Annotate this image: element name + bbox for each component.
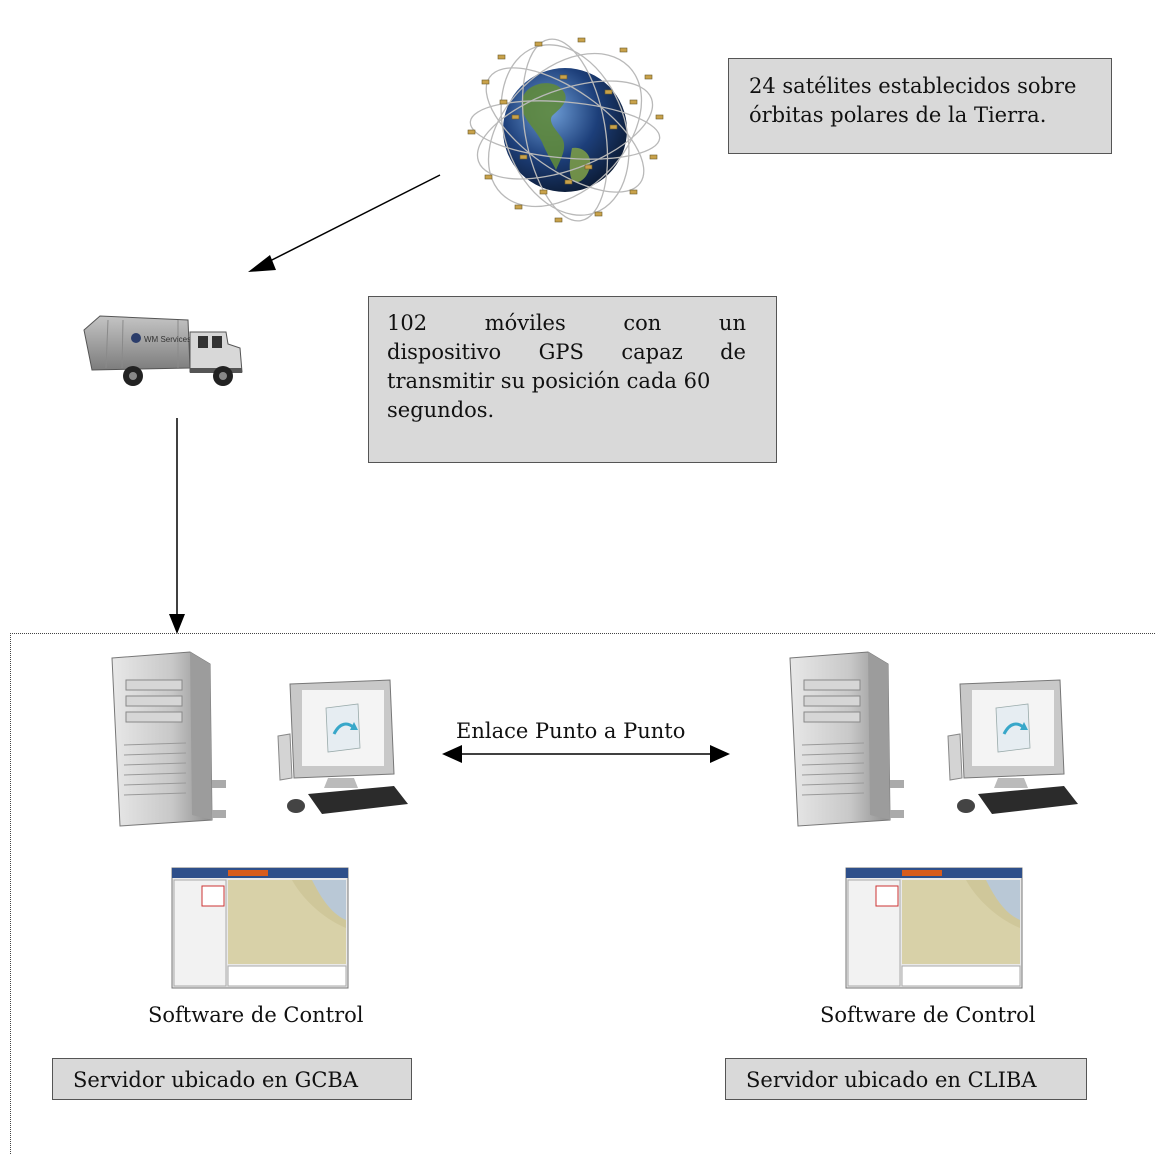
satellite-note-line-2: órbitas polares de la Tierra. (749, 103, 1047, 127)
software-caption-left: Software de Control (148, 1003, 364, 1027)
link-label: Enlace Punto a Punto (456, 719, 686, 743)
mobile-note-word: un (718, 311, 746, 335)
server-label-box-right: Servidor ubicado en CLIBA (725, 1058, 1087, 1100)
computer-monitor-right (947, 679, 1078, 814)
software-caption-right: Software de Control (820, 1003, 1036, 1027)
server-sites-region (10, 633, 1156, 1154)
computer-monitor-left (277, 679, 408, 814)
arrow-satellite-to-truck (261, 174, 441, 266)
mobile-note-word: capaz (621, 340, 683, 364)
gps-constellation-globe (467, 37, 664, 223)
server-label-right: Servidor ubicado en CLIBA (746, 1068, 1037, 1092)
server-label-left: Servidor ubicado en GCBA (73, 1068, 359, 1092)
mobile-note-word: 102 (387, 311, 428, 335)
control-software-screenshot-left (171, 867, 349, 989)
mobile-note-word: GPS (538, 340, 584, 364)
truck-logo-text: WM Services (144, 335, 191, 344)
server-tower-right (789, 651, 904, 827)
arrowhead-server (169, 614, 185, 634)
mobile-note-word: móviles (484, 311, 566, 335)
mobile-note-line-4: segundos. (387, 398, 495, 422)
satellite-note-line-1: 24 satélites establecidos sobre (749, 74, 1077, 98)
satellite-note-box: 24 satélites establecidos sobre órbitas … (728, 58, 1112, 154)
mobile-note-word: de (720, 340, 746, 364)
server-tower-left (111, 651, 226, 827)
garbage-truck-image: WM Services (83, 315, 243, 386)
arrowhead-truck (248, 255, 276, 272)
mobile-note-word: con (623, 311, 662, 335)
mobile-note-box: 102 móviles con un dispositivo GPS capaz… (368, 296, 777, 463)
server-label-box-left: Servidor ubicado en GCBA (52, 1058, 412, 1100)
mobile-note-word: dispositivo (387, 340, 502, 364)
mobile-note-line-3: transmitir su posición cada 60 (387, 369, 711, 393)
control-software-screenshot-right (845, 867, 1023, 989)
